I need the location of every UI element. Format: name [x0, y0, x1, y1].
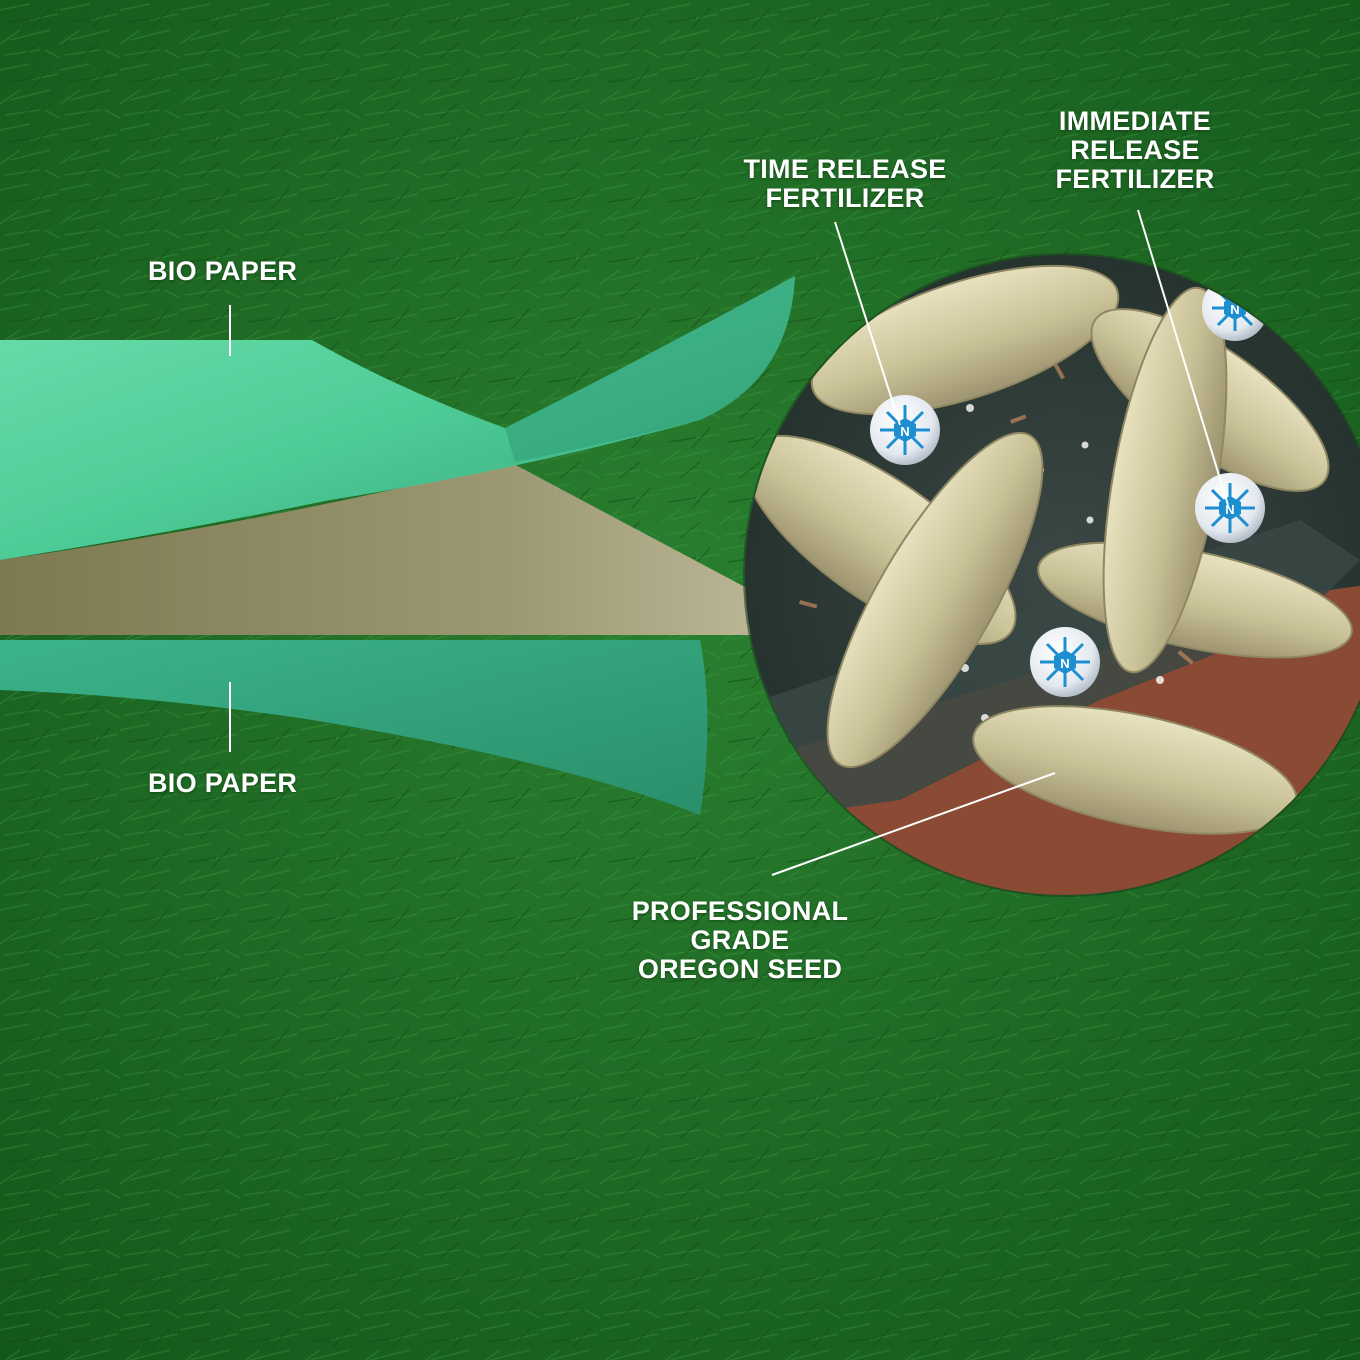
seed-layer-sheet	[0, 462, 835, 635]
time-release-leader	[834, 221, 901, 426]
seed-label-line: GRADE	[690, 925, 790, 955]
time-release-fertilizer-label: TIME RELEASE FERTILIZER	[735, 155, 955, 213]
seed	[810, 264, 1120, 416]
bio-paper-bottom-sheet	[0, 640, 708, 815]
nitrogen-symbol: N	[1060, 656, 1069, 671]
nitrogen-symbol: N	[900, 424, 909, 439]
immediate-release-label-line: RELEASE	[1070, 135, 1200, 165]
bio-paper-top-label: BIO PAPER	[148, 257, 297, 286]
time-release-label-line: FERTILIZER	[765, 183, 925, 213]
nitrogen-ball-icon: N	[870, 395, 940, 465]
seed-group	[745, 264, 1353, 835]
immediate-release-leader	[1137, 209, 1229, 506]
oregon-seed-label: PROFESSIONAL GRADE OREGON SEED	[600, 897, 880, 984]
bio-paper-top-sheet	[0, 276, 795, 560]
seed-label-line: OREGON SEED	[637, 954, 843, 984]
nitrogen-ball-icon: N	[1030, 627, 1100, 697]
immediate-release-label-line: FERTILIZER	[1055, 164, 1215, 194]
seed-label-line: PROFESSIONAL	[631, 896, 849, 926]
bio-paper-bottom-label: BIO PAPER	[148, 769, 297, 798]
seed	[826, 431, 1044, 769]
nitrogen-symbol: N	[1230, 302, 1239, 317]
bio-paper-bottom-label-text: BIO PAPER	[148, 768, 298, 798]
bio-paper-top-label-text: BIO PAPER	[148, 256, 298, 286]
immediate-release-fertilizer-label: IMMEDIATE RELEASE FERTILIZER	[1030, 107, 1240, 194]
bio-paper-top-curl	[505, 276, 795, 462]
nitrogen-ball-icon: N	[1195, 473, 1265, 543]
nitrogen-symbol: N	[1225, 502, 1234, 517]
time-release-label-line: TIME RELEASE	[743, 154, 947, 184]
seed-leader	[771, 772, 1056, 876]
immediate-release-label-line: IMMEDIATE	[1058, 106, 1212, 136]
